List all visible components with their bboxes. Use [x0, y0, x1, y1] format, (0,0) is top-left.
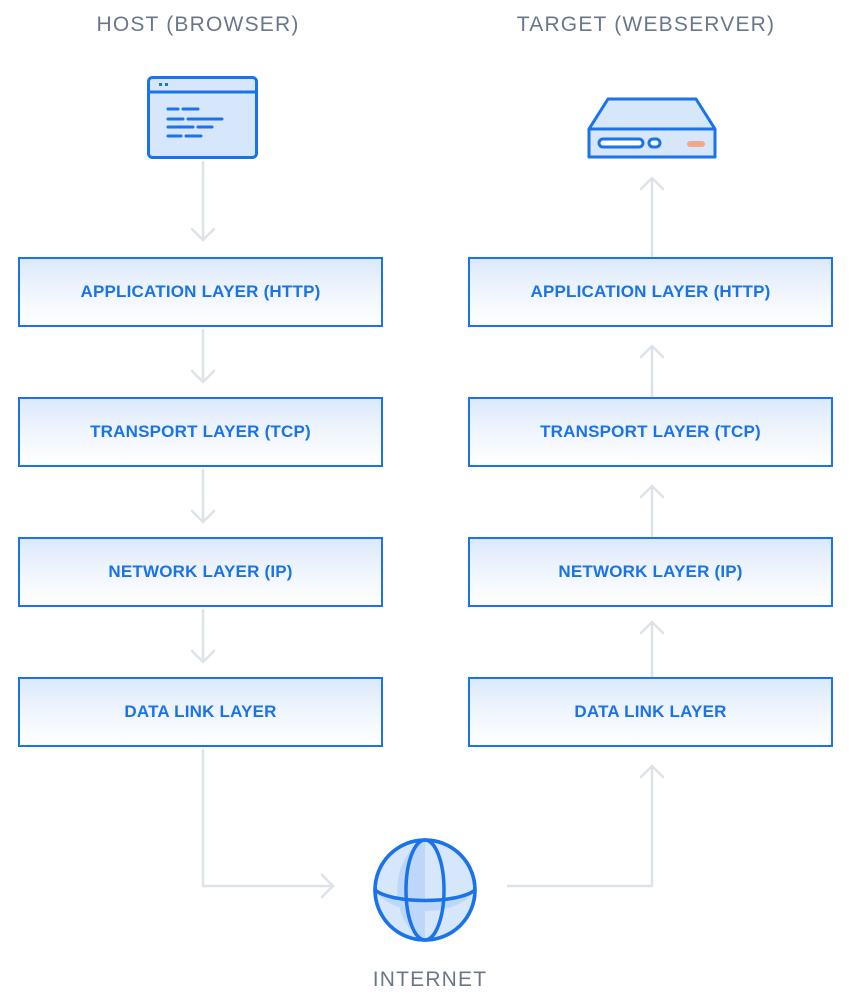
- host-network-layer: NETWORK LAYER (IP): [18, 537, 383, 607]
- globe-icon: [373, 838, 477, 942]
- target-transport-layer: TRANSPORT LAYER (TCP): [468, 397, 833, 467]
- target-data-link-layer: DATA LINK LAYER: [468, 677, 833, 747]
- host-transport-layer: TRANSPORT LAYER (TCP): [18, 397, 383, 467]
- internet-label: INTERNET: [372, 968, 488, 991]
- server-icon: [587, 97, 717, 159]
- host-application-layer: APPLICATION LAYER (HTTP): [18, 257, 383, 327]
- host-data-link-layer: DATA LINK LAYER: [18, 677, 383, 747]
- target-network-layer: NETWORK LAYER (IP): [468, 537, 833, 607]
- target-application-layer: APPLICATION LAYER (HTTP): [468, 257, 833, 327]
- host-title: HOST (BROWSER): [96, 13, 300, 36]
- browser-window-icon: [147, 76, 258, 159]
- target-title: TARGET (WEBSERVER): [516, 13, 776, 36]
